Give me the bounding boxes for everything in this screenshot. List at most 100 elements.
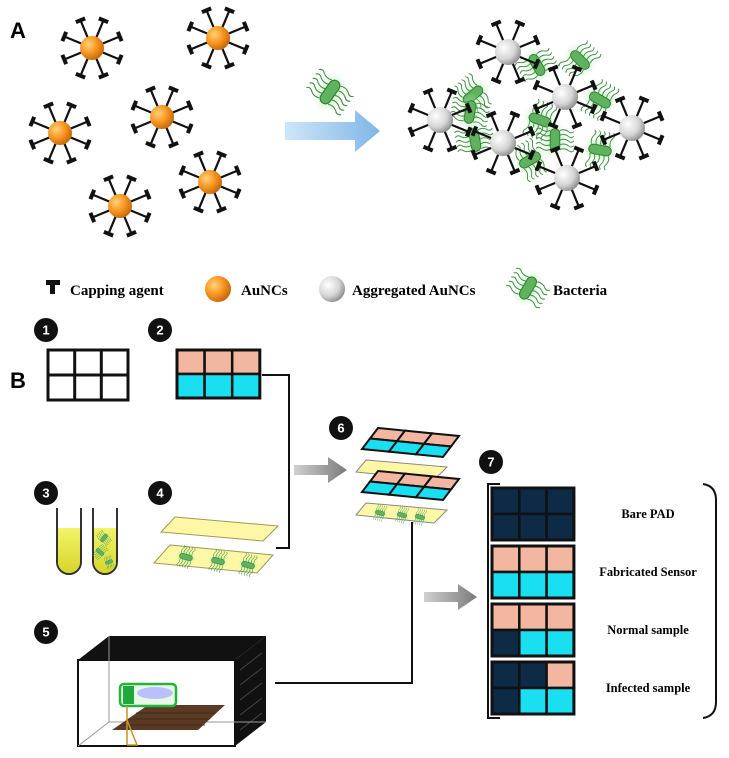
readout-arrow (424, 584, 477, 610)
aunc-particle (88, 174, 152, 238)
result-cell (518, 628, 548, 658)
step-number: 7 (487, 455, 494, 470)
result-cell (545, 570, 576, 600)
imaging-box (77, 636, 266, 747)
assembly-arrow (294, 457, 347, 483)
legend: Capping agent AuNCs Aggregated AuNCs Bac… (46, 267, 608, 309)
step-number: 1 (42, 323, 49, 338)
result-cell (545, 660, 576, 690)
result-cell (545, 602, 576, 632)
result-cell (545, 544, 576, 574)
aunc-icon (205, 276, 231, 302)
aggregated-aunc-particle (470, 110, 536, 176)
bacterium (372, 504, 388, 522)
result-cell (490, 570, 521, 600)
aunc-particle (28, 101, 92, 165)
empty-pad (46, 348, 130, 402)
aggregated-aunc-particle (599, 95, 665, 161)
result-row-label: Bare PAD (621, 507, 674, 521)
bacterium (412, 508, 428, 526)
aunc-particle (186, 6, 250, 70)
result-row-label: Fabricated Sensor (599, 565, 697, 579)
step-number: 6 (337, 421, 344, 436)
bacterium (535, 120, 575, 160)
step-badge: 2 (148, 318, 172, 342)
step-number: 4 (156, 486, 164, 501)
step-badge: 7 (479, 450, 503, 474)
result-row: Bare PAD (490, 486, 675, 542)
bacterium (207, 548, 229, 574)
legend-aunc: AuNCs (241, 283, 288, 299)
step-number: 3 (42, 486, 49, 501)
result-cell (490, 602, 521, 632)
result-cell (518, 544, 548, 574)
result-cell (490, 544, 521, 574)
aunc-particle (178, 150, 242, 214)
bacterium-icon (306, 68, 354, 116)
bacterium (581, 129, 619, 171)
bacterium (95, 529, 113, 547)
result-row: Infected sample (490, 660, 691, 716)
result-cell (545, 628, 576, 658)
result-cell (545, 686, 576, 716)
coated-pad (175, 348, 262, 400)
aunc-particle (130, 85, 194, 149)
result-row: Fabricated Sensor (490, 544, 697, 600)
result-row-label: Normal sample (607, 623, 689, 637)
aggregated-nanoclusters (407, 19, 665, 211)
gold-nanoclusters (28, 6, 250, 238)
step-badge: 5 (34, 620, 58, 644)
result-cell (490, 512, 521, 542)
bacterium (394, 506, 410, 524)
step-badge: 1 (34, 318, 58, 342)
result-cell (518, 512, 548, 542)
result-row-label: Infected sample (606, 681, 691, 695)
step-badge: 3 (34, 481, 58, 505)
legend-capping-agent: Capping agent (70, 283, 164, 299)
legend-bacteria: Bacteria (553, 283, 608, 299)
result-cell (490, 660, 521, 690)
bacterium (306, 68, 354, 116)
result-cell (490, 486, 521, 516)
aggregated-aunc-particle (534, 145, 600, 211)
results-bracket-left (487, 483, 500, 719)
bacterium (506, 267, 550, 309)
aggregated-aunc-particle (475, 19, 541, 85)
result-cell (545, 512, 576, 542)
connector-line (275, 522, 413, 684)
result-row: Normal sample (490, 602, 689, 658)
result-cell (518, 660, 548, 690)
bacterium (175, 544, 197, 570)
tube-bacteria (91, 529, 116, 570)
step-number: 5 (42, 625, 49, 640)
aggregated-aunc-particle (407, 87, 473, 153)
capping-agent-icon (46, 280, 60, 294)
step-badges: 1 2 6 3 4 7 5 (34, 318, 503, 644)
stacked-pad (355, 426, 461, 481)
aggregated-aunc-icon (319, 276, 345, 302)
reaction-arrow (285, 110, 380, 152)
step-number: 2 (156, 323, 163, 338)
connector-line (262, 374, 290, 549)
panel-label-b: B (10, 368, 26, 393)
result-cell (545, 486, 576, 516)
bacterium (558, 40, 602, 80)
stacked-pad (355, 469, 461, 526)
panel-label-a: A (10, 18, 26, 43)
bacterium (237, 552, 259, 578)
results-bracket-right (702, 483, 717, 719)
paper-bacteria (175, 544, 259, 578)
bacterium (102, 554, 116, 570)
step-badge: 6 (329, 416, 353, 440)
result-cell (518, 602, 548, 632)
aunc-particle (60, 16, 124, 80)
result-cell (518, 570, 548, 600)
step-badge: 4 (148, 481, 172, 505)
result-cell (518, 486, 548, 516)
legend-aggregated: Aggregated AuNCs (352, 283, 476, 299)
bacteria-icon (506, 267, 550, 309)
assembled-device (355, 426, 461, 526)
